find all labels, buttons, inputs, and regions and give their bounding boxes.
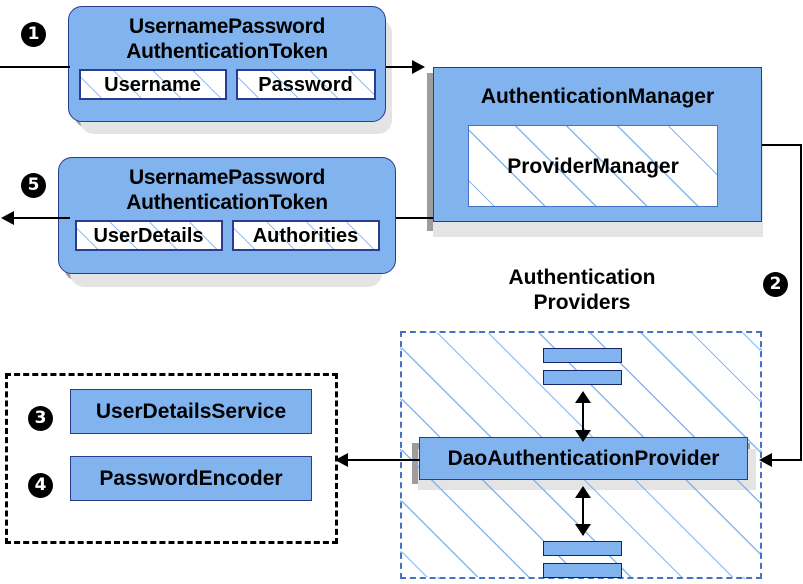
connector-provider-to-collaborators — [348, 459, 420, 461]
dao-authentication-provider-label: DaoAuthenticationProvider — [447, 447, 720, 470]
response-token-card[interactable]: UsernamePassword AuthenticationToken Use… — [58, 157, 396, 274]
dao-authentication-provider-box[interactable]: DaoAuthenticationProvider — [419, 437, 748, 480]
connector-manager-down — [800, 144, 802, 460]
provider-manager-panel[interactable]: ProviderManager — [468, 125, 718, 207]
provider-stub-top-1[interactable] — [543, 348, 622, 363]
authentication-manager-title: AuthenticationManager — [480, 85, 715, 108]
step-badge-1: 1 — [21, 22, 46, 47]
arrow-into-provider — [759, 453, 772, 467]
connector-provider-to-stub-bottom — [582, 491, 584, 535]
connector-stub-top-to-provider — [582, 397, 584, 441]
request-token-slots: Username Password — [69, 69, 385, 100]
response-token-title-line2: AuthenticationToken — [126, 191, 328, 214]
arrow-outbound-response — [1, 211, 14, 225]
step-badge-4: 4 — [28, 473, 53, 498]
arrow-down-top-stub — [575, 430, 591, 442]
slot-password[interactable]: Password — [235, 69, 376, 100]
request-token-title: UsernamePassword AuthenticationToken — [69, 7, 385, 64]
step-badge-5: 5 — [21, 173, 46, 198]
providers-caption: Authentication Providers — [462, 265, 702, 315]
connector-inbound-request — [0, 66, 70, 68]
response-token-title: UsernamePassword AuthenticationToken — [59, 158, 395, 215]
arrow-up-bottom-stub — [575, 486, 591, 498]
slot-userdetails[interactable]: UserDetails — [74, 220, 223, 251]
arrow-provider-to-collaborators — [335, 453, 348, 467]
providers-caption-line1: Authentication — [508, 266, 656, 289]
connector-outbound-response — [14, 217, 70, 219]
connector-token-to-manager — [386, 66, 422, 68]
provider-manager-title: ProviderManager — [507, 155, 679, 178]
password-encoder-card[interactable]: PasswordEncoder — [70, 456, 312, 501]
arrow-down-bottom-stub — [575, 524, 591, 536]
step-badge-3: 3 — [28, 406, 53, 431]
slot-username[interactable]: Username — [78, 69, 227, 100]
providers-caption-line2: Providers — [533, 291, 631, 314]
provider-stub-bottom-1[interactable] — [543, 541, 622, 556]
response-token-title-line1: UsernamePassword — [129, 166, 325, 189]
step-badge-2: 2 — [763, 272, 788, 297]
response-token-slots: UserDetails Authorities — [59, 220, 395, 251]
provider-stub-bottom-2[interactable] — [543, 563, 622, 578]
user-details-service-card[interactable]: UserDetailsService — [70, 389, 312, 434]
connector-manager-to-response — [396, 217, 433, 219]
connector-manager-right-stub — [762, 144, 802, 146]
request-token-card[interactable]: UsernamePassword AuthenticationToken Use… — [68, 6, 386, 122]
slot-authorities[interactable]: Authorities — [231, 220, 380, 251]
request-token-title-line2: AuthenticationToken — [126, 40, 328, 63]
arrow-up-top-stub — [575, 391, 591, 403]
provider-stub-top-2[interactable] — [543, 370, 622, 385]
connector-into-provider — [772, 459, 802, 461]
arrow-token-to-manager — [412, 60, 425, 74]
request-token-title-line1: UsernamePassword — [129, 15, 325, 38]
